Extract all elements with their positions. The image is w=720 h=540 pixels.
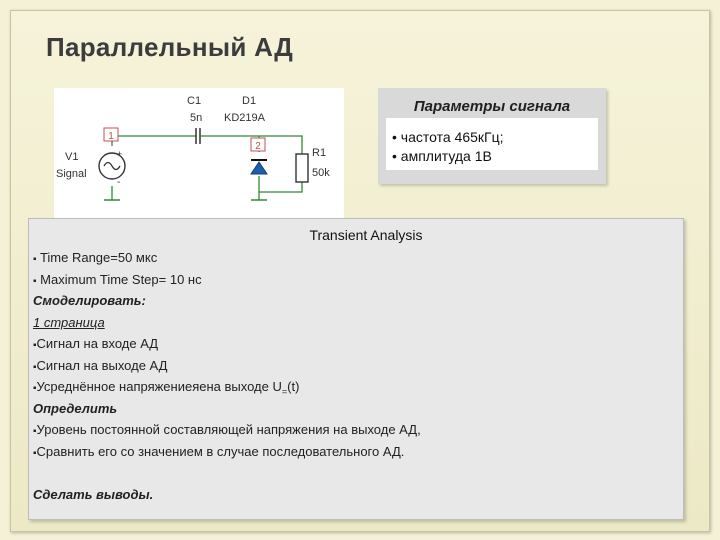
dc-level-text: Уровень постоянной составляющей напряжен… bbox=[36, 422, 421, 437]
source-v1 bbox=[98, 152, 126, 180]
analysis-lines: ▪ Time Range=50 мкс ▪ Maximum Time Step=… bbox=[33, 247, 673, 505]
analysis-box: Transient Analysis ▪ Time Range=50 мкс ▪… bbox=[28, 218, 684, 520]
avg-voltage-line: ▪Усреднённое напряжениеяена выходе U=(t) bbox=[33, 376, 673, 398]
node-2-label: 2 bbox=[255, 141, 261, 152]
time-range-line: ▪ Time Range=50 мкс bbox=[33, 247, 673, 269]
diode-d1 bbox=[250, 159, 268, 175]
bullet-icon: ▪ bbox=[33, 426, 37, 437]
analysis-header: Transient Analysis bbox=[309, 227, 423, 243]
simulate-heading: Смоделировать: bbox=[33, 293, 146, 308]
determine-heading: Определить bbox=[33, 400, 118, 416]
output-signal-text: Сигнал на выходе АД bbox=[36, 357, 168, 373]
avg-voltage-subscript: = bbox=[281, 386, 288, 397]
d1-label: D1 bbox=[242, 95, 256, 107]
node-markers bbox=[103, 127, 266, 152]
circuit-diagram: 1 2 + - C1 5n D1 KD219A V1 Signal R1 50k bbox=[54, 88, 344, 218]
bullet-icon: ▪ bbox=[33, 361, 37, 373]
avg-voltage-text: Усреднённое напряжениеяена выходе U bbox=[36, 379, 282, 394]
output-signal-line: ▪Сигнал на выходе АД bbox=[33, 355, 673, 377]
spacer-line bbox=[33, 462, 673, 484]
param-amplitude: амплитуда 1В bbox=[392, 147, 504, 166]
r1-value: 50k bbox=[312, 167, 330, 179]
minus-sign: - bbox=[117, 177, 120, 188]
dc-level-line: ▪Уровень постоянной составляющей напряже… bbox=[33, 419, 673, 441]
r1-label: R1 bbox=[312, 147, 326, 159]
bullet-icon: ▪ bbox=[33, 447, 37, 459]
circuit-svg: 1 2 + - C1 5n D1 KD219A V1 Signal R1 50k bbox=[56, 95, 330, 201]
avg-voltage-tail: (t) bbox=[287, 379, 300, 394]
node-1-label: 1 bbox=[108, 131, 114, 142]
d1-value: KD219A bbox=[224, 112, 266, 124]
input-signal-text: Сигнал на входе АД bbox=[36, 336, 159, 351]
v1-label: V1 bbox=[65, 151, 78, 163]
signal-params-list: частота 465кГц; амплитуда 1В bbox=[392, 128, 504, 166]
bullet-icon: ▪ bbox=[33, 275, 37, 287]
page-link: 1 страница bbox=[33, 314, 105, 330]
v1-value: Signal bbox=[56, 168, 87, 180]
bullet-icon: ▪ bbox=[33, 340, 37, 351]
compare-text: Сравнить его со значением в случае после… bbox=[36, 443, 405, 459]
param-frequency: частота 465кГц; bbox=[392, 128, 504, 147]
max-step-text: Maximum Time Step= 10 нс bbox=[40, 271, 202, 287]
wire-r1-bottom bbox=[259, 182, 303, 193]
c1-label: C1 bbox=[187, 95, 201, 107]
input-signal-line: ▪Сигнал на входе АД bbox=[33, 333, 673, 355]
slide-title: Параллельный АД bbox=[46, 32, 294, 62]
signal-params-title: Параметры сигнала bbox=[413, 98, 571, 115]
bullet-icon: ▪ bbox=[33, 254, 37, 265]
signal-params-box: Параметры сигнала частота 465кГц; амплит… bbox=[378, 88, 606, 184]
c1-value: 5n bbox=[190, 112, 202, 124]
time-range-text: Time Range=50 мкс bbox=[39, 250, 158, 265]
capacitor-c1 bbox=[192, 128, 204, 144]
plus-sign: + bbox=[117, 149, 122, 159]
resistor-r1 bbox=[295, 153, 309, 183]
wire-top-right bbox=[204, 135, 303, 154]
max-step-line: ▪ Maximum Time Step= 10 нс bbox=[33, 269, 673, 291]
compare-line: ▪Сравнить его со значением в случае посл… bbox=[33, 441, 673, 463]
wire-top-left bbox=[111, 135, 192, 146]
conclusion-text: Сделать выводы. bbox=[33, 486, 154, 502]
bullet-icon: ▪ bbox=[33, 383, 37, 394]
